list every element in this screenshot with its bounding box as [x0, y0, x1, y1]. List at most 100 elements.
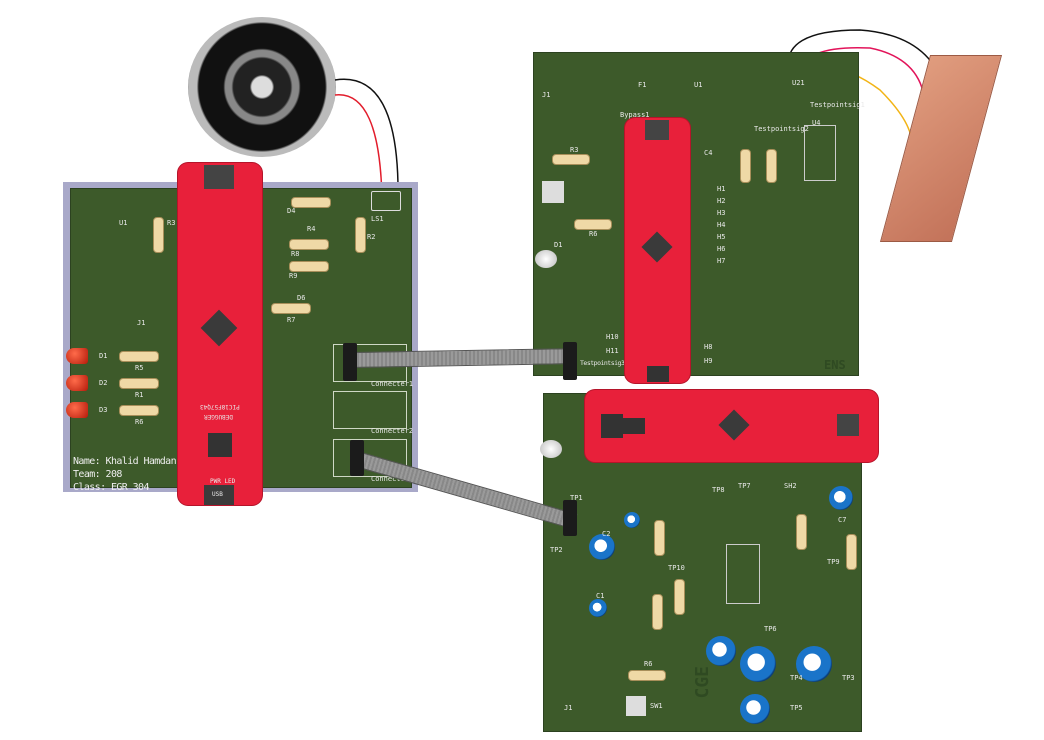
u1-label: U1 [119, 219, 128, 227]
connector3 [333, 439, 407, 477]
resistor-r2 [355, 217, 366, 253]
resistor-r3 [552, 154, 590, 165]
ribbon-plug[interactable] [563, 500, 577, 536]
resistor-r3 [153, 217, 164, 253]
switch-sw1[interactable] [626, 696, 646, 716]
resistor-r2 [846, 534, 857, 570]
connector3-label: Connecter3 [371, 475, 414, 483]
resistor-r1 [740, 149, 751, 183]
j1-label: J1 [542, 91, 551, 99]
ribbon-plug[interactable] [563, 342, 577, 380]
r6-label: R6 [135, 418, 144, 426]
d6-label: D6 [297, 294, 306, 302]
capacitor [740, 694, 770, 724]
ribbon-plug[interactable] [343, 343, 357, 381]
capacitor [740, 646, 776, 682]
resistor [654, 520, 665, 556]
class-text: Class: EGR 304 [73, 482, 149, 493]
capacitor [796, 646, 832, 682]
u4-socket [804, 125, 836, 181]
button[interactable] [204, 165, 234, 189]
ens-logo: ENS [824, 358, 846, 372]
mcu-chip [718, 409, 750, 441]
h9-label: H9 [704, 357, 713, 365]
tp2-label: TP2 [550, 546, 563, 554]
mcu-chip [200, 309, 238, 347]
usb-port[interactable] [601, 414, 623, 438]
ic-socket [726, 544, 760, 604]
d1-label: D1 [554, 241, 563, 249]
led-d1-board2 [535, 250, 557, 268]
h4-label: H4 [717, 221, 726, 229]
ribbon-plug[interactable] [350, 440, 364, 476]
speaker-connector [371, 191, 401, 211]
resistor-r5 [119, 351, 159, 362]
tp5-label: TP5 [790, 704, 803, 712]
led-d2 [66, 375, 88, 391]
resistor-r6 [119, 405, 159, 416]
r8-label: R8 [291, 250, 300, 258]
resistor-r8 [289, 239, 329, 250]
capacitor [706, 636, 736, 666]
capacitor-c7 [829, 486, 853, 510]
button[interactable] [645, 120, 669, 140]
d3-label: D3 [99, 406, 108, 414]
d1-label: D1 [99, 352, 108, 360]
microcontroller-board1: PIC18F57Q43 DEBUGGER PWR LED USB [178, 163, 262, 505]
tp10-label: TP10 [668, 564, 685, 572]
microcontroller-board2 [625, 118, 690, 383]
h2-label: H2 [717, 197, 726, 205]
resistor [652, 594, 663, 630]
u21-label: U21 [792, 79, 805, 87]
testpointsig1-label: Testpointsig1 [810, 101, 865, 109]
resistor-r9 [289, 261, 329, 272]
sw1-label: SW1 [650, 702, 663, 710]
chip-label: PIC18F57Q43 [200, 403, 240, 410]
r9-label: R9 [289, 272, 298, 280]
resistor [291, 197, 331, 208]
testpointsig3-label: Testpointsig3 [580, 359, 625, 367]
r3-label: R3 [167, 219, 176, 227]
resistor-r7 [271, 303, 311, 314]
h8-label: H8 [704, 343, 713, 351]
sh2-label: SH2 [784, 482, 797, 490]
bypass1-label: Bypass1 [620, 111, 650, 119]
resistor [674, 579, 685, 615]
resistor-r1 [119, 378, 159, 389]
testpointsig2-label: Testpointsig2 [754, 125, 809, 133]
h3-label: H3 [717, 209, 726, 217]
resistor-r6 [574, 219, 612, 230]
usb-port[interactable] [647, 366, 669, 382]
r7-label: R7 [287, 316, 296, 324]
j1-label: J1 [137, 319, 146, 327]
cge-logo: CGE [692, 666, 713, 699]
debugger-chip [208, 433, 232, 457]
h7-label: H7 [717, 257, 726, 265]
usb-port[interactable] [204, 485, 234, 505]
usb-label: USB [212, 491, 223, 498]
h5-label: H5 [717, 233, 726, 241]
tp6-label: TP6 [764, 625, 777, 633]
led-d1 [66, 348, 88, 364]
resistor-r6 [628, 670, 666, 681]
u4-label: U4 [812, 119, 821, 127]
f1-label: F1 [638, 81, 647, 89]
capacitor-c2 [589, 534, 615, 560]
led-board3 [540, 440, 562, 458]
button[interactable] [837, 414, 859, 436]
d4-label: D4 [287, 207, 296, 215]
pwr-led-label: PWR LED [210, 478, 236, 485]
h10-label: H10 [606, 333, 619, 341]
tp8-label: TP8 [712, 486, 725, 494]
h1-label: H1 [717, 185, 726, 193]
r4-label: R4 [307, 225, 316, 233]
r2-label: R2 [367, 233, 376, 241]
h11-label: H11 [606, 347, 619, 355]
r1-label: R1 [135, 391, 144, 399]
connector2-label: Connecter2 [371, 427, 414, 435]
tp9-label: TP9 [827, 558, 840, 566]
push-button[interactable] [542, 181, 564, 203]
c2-label: C2 [602, 530, 611, 538]
debugger-chip [623, 418, 645, 434]
tp4-label: TP4 [790, 674, 803, 682]
